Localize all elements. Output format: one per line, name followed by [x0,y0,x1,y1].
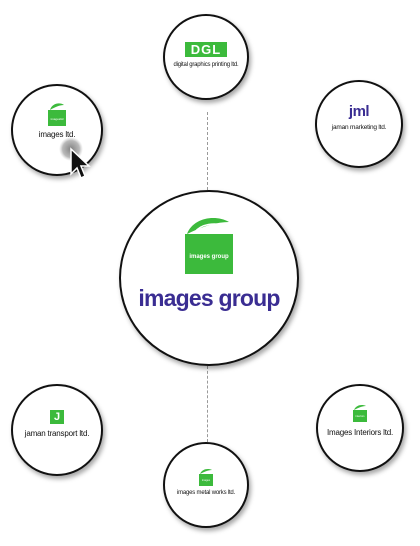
node-images-ltd[interactable]: imagesltd images ltd. [11,84,103,176]
interiors-logo-icon: interiors [353,404,367,422]
jml-logo-text: jml [348,103,370,120]
images-group-logo-icon: images group [185,214,233,274]
node-images-group[interactable]: images group images group [119,190,299,366]
node-images-metal-works[interactable]: images images metal works ltd. [163,442,249,528]
transport-logo-text: J [53,411,61,423]
images-ltd-label: images ltd. [38,130,76,139]
images-group-logo-text: images group [189,254,229,260]
dgl-label: digital graphics printing ltd. [173,62,239,68]
jml-logo-icon: jml [348,103,370,120]
interiors-label: Images Interiors ltd. [326,428,394,437]
metal-label: images metal works ltd. [176,490,236,496]
cursor-arrow-icon [58,136,94,185]
transport-logo-icon: J [50,410,64,424]
metal-logo-text: images [201,479,211,482]
interiors-logo-text: interiors [355,415,365,418]
connector-top [207,112,208,190]
images-ltd-logo-text: imagesltd [50,117,64,121]
node-images-interiors[interactable]: interiors Images Interiors ltd. [316,384,404,472]
images-ltd-logo-icon: imagesltd [48,102,66,126]
node-jaman-transport[interactable]: J jaman transport ltd. [11,384,103,476]
transport-label: jaman transport ltd. [24,429,90,438]
metal-logo-icon: images [199,468,213,486]
dgl-logo-icon: DGL [185,42,227,57]
images-group-label: images group [138,285,280,311]
connector-bottom [207,366,208,442]
node-jaman-marketing[interactable]: jml jaman marketing ltd. [315,80,403,168]
node-digital-graphics-printing[interactable]: DGL digital graphics printing ltd. [163,14,249,100]
dgl-logo-text: DGL [190,42,222,57]
jml-label: jaman marketing ltd. [331,124,387,131]
